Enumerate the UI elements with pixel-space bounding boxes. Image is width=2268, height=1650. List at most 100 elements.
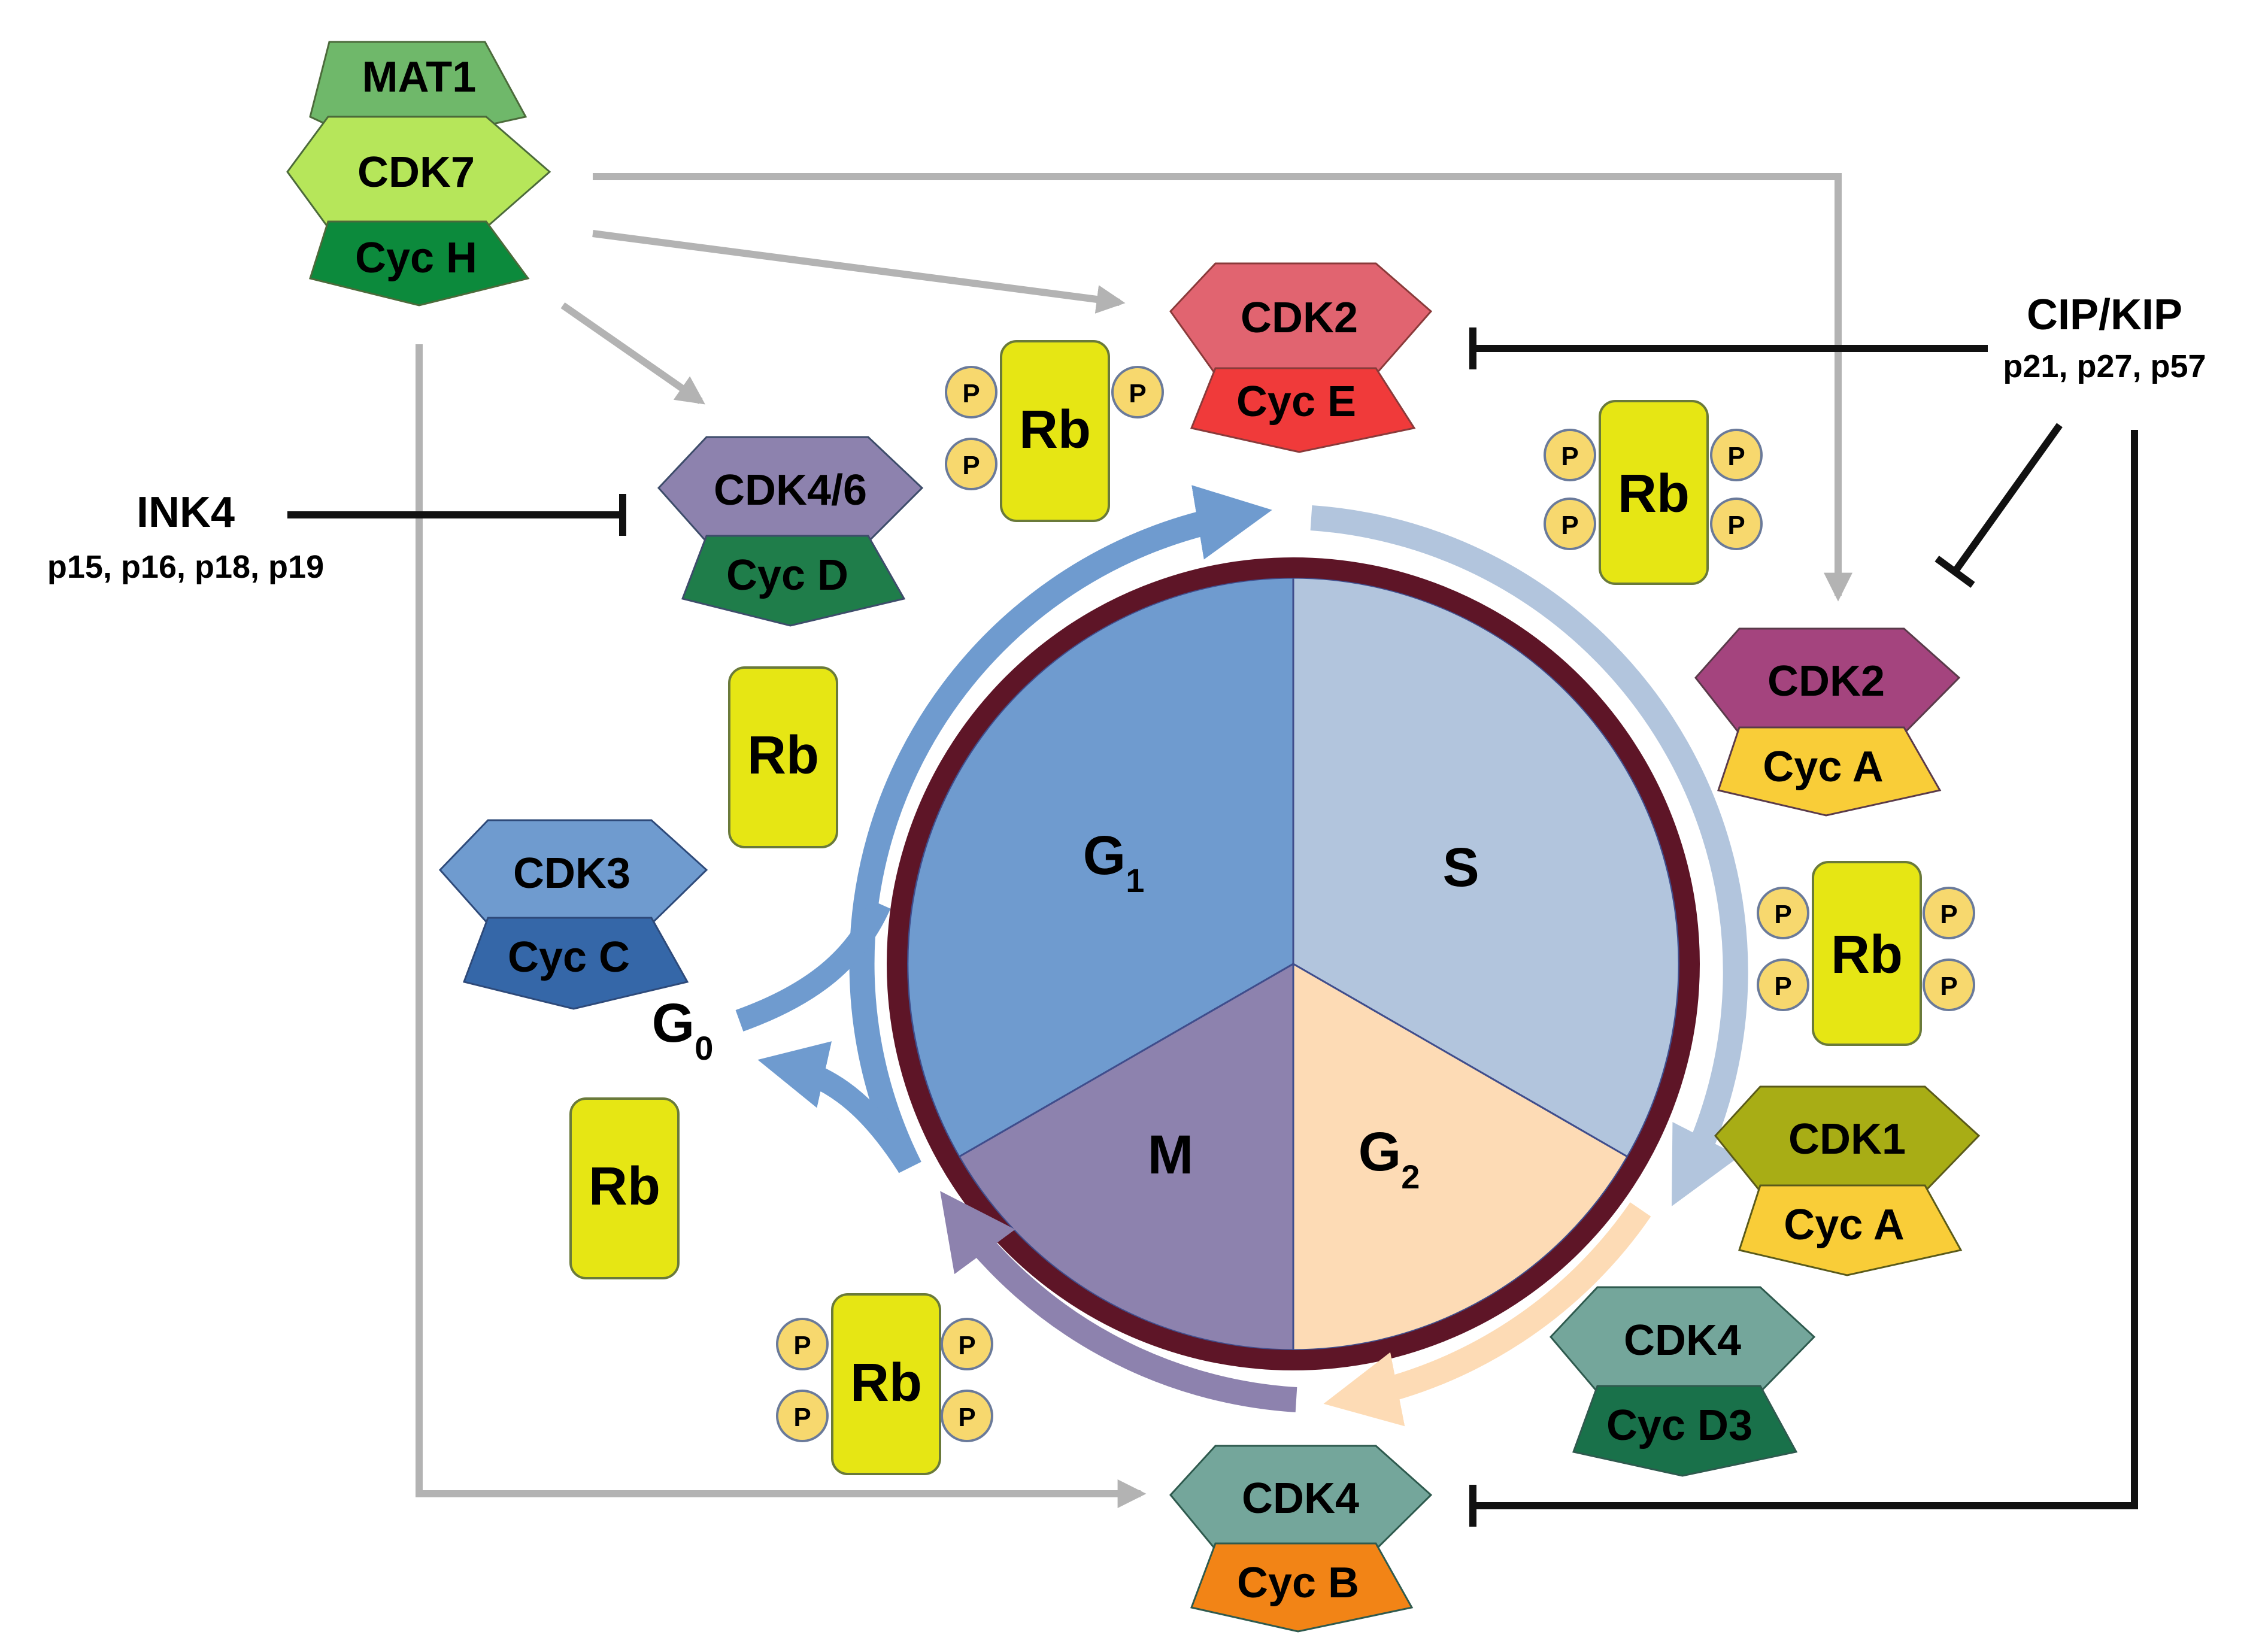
- cdk46-cycd-complex: CDK4/6 Cyc D: [657, 436, 924, 627]
- phospho-label: P: [1774, 900, 1791, 929]
- phospho-bubble: [1111, 366, 1164, 418]
- cipkip-label: CIP/KIP p21, p27, p57: [2003, 291, 2206, 384]
- phospho-bubble: [1544, 498, 1596, 550]
- phospho-label: P: [1727, 442, 1745, 471]
- cych-label: Cyc H: [355, 234, 477, 282]
- cdk2a-cdk-label: CDK2: [1767, 657, 1885, 705]
- phospho-bubble: [1544, 429, 1596, 481]
- phospho-label: P: [958, 1403, 975, 1432]
- inhibition-lines: [287, 327, 2138, 1527]
- cak-to-cdk4b-arrow: [416, 344, 1147, 1508]
- cak-to-cdk2a-arrow: [593, 173, 1852, 602]
- phospho-label: P: [793, 1331, 811, 1360]
- phospho-bubble: [945, 366, 997, 418]
- phospho-label: P: [1561, 442, 1578, 471]
- g0-entry-arrow: [757, 1041, 917, 1171]
- cdk46-cyclin-label: Cyc D: [726, 551, 848, 599]
- g1-progress-arrow: [849, 485, 1272, 1173]
- phospho-bubble: [941, 1390, 993, 1442]
- cak-to-cdk46-arrow: [560, 302, 705, 405]
- rb-label: Rb: [747, 726, 819, 785]
- phospho-label: P: [1940, 900, 1957, 929]
- cipkip-to-cdk2a-line: [1952, 423, 2063, 574]
- cdk2e-cdk-label: CDK2: [1241, 294, 1358, 342]
- cipkip-name: CIP/KIP: [2027, 291, 2182, 339]
- ink4-name: INK4: [137, 489, 235, 536]
- rb-label: Rb: [1618, 464, 1690, 524]
- cdk3-cdk-label: CDK3: [513, 850, 630, 897]
- rb-label: Rb: [589, 1157, 660, 1217]
- rb-label: Rb: [1019, 400, 1091, 460]
- rb-box: [831, 1293, 941, 1475]
- m-progress-arrow: [940, 1191, 1297, 1412]
- cych-shape: [309, 220, 530, 307]
- mat1-label: MAT1: [362, 53, 477, 101]
- cdk1-cyca-complex: CDK1 Cyc A: [1714, 1085, 1981, 1276]
- g0-exit-arrow: [735, 899, 891, 1032]
- cdk1-cdk-label: CDK1: [1788, 1115, 1906, 1163]
- rb-label: Rb: [850, 1353, 922, 1413]
- phospho-label: P: [1940, 972, 1957, 1001]
- s-sector: [1292, 577, 1680, 1158]
- cycd-shape: [681, 535, 906, 627]
- cell-cycle-ring: [887, 557, 1700, 1370]
- cdk3-cycc-complex: CDK3 Cyc C: [438, 819, 708, 1010]
- phase-label-g1: G1: [1083, 825, 1145, 899]
- cdk1-cyclin-label: Cyc A: [1784, 1201, 1904, 1249]
- g2-progress-arrow: [1323, 1202, 1651, 1427]
- phospho-label: P: [958, 1331, 975, 1360]
- phospho-bubble: [1923, 959, 1975, 1011]
- rb-unphosphorylated-g1: Rb: [728, 666, 838, 848]
- phospho-bubble: [1757, 887, 1809, 939]
- cipkip-to-cdk4b-line: [1473, 430, 2138, 1509]
- s-progress-arrow: [1310, 505, 1748, 1206]
- cycd3-shape: [1572, 1385, 1798, 1477]
- cell-cycle-pie: [906, 577, 1680, 1351]
- rb-4p-m-phase: Rb P P P P: [776, 1293, 993, 1475]
- cyce-shape: [1190, 367, 1416, 453]
- phospho-bubble: [1923, 887, 1975, 939]
- phase-label-g0: G0: [652, 993, 714, 1067]
- cycc-shape: [463, 917, 689, 1010]
- phase-label-m: M: [1148, 1124, 1194, 1185]
- rb-box: [1000, 340, 1110, 522]
- cdk4b-cdk-label: CDK4: [1242, 1475, 1359, 1522]
- phospho-bubble: [776, 1318, 829, 1370]
- phospho-label: P: [962, 451, 980, 480]
- cdk46-cdk-label: CDK4/6: [714, 466, 867, 514]
- cdk4d3-cyclin-label: Cyc D3: [1606, 1402, 1752, 1449]
- phospho-bubble: [945, 438, 997, 490]
- cdk2e-cyclin-label: Cyc E: [1236, 378, 1356, 426]
- rb-label: Rb: [1831, 925, 1903, 985]
- rb-box: [728, 666, 838, 848]
- cdk3-cyclin-label: Cyc C: [508, 933, 630, 981]
- cdk4d3-cdk-label: CDK4: [1624, 1317, 1741, 1364]
- cdk2-cyca-complex: CDK2 Cyc A: [1694, 627, 1961, 817]
- cdk7-label: CDK7: [357, 148, 475, 196]
- ink4-members: p15, p16, p18, p19: [47, 549, 324, 585]
- cyca-shape-1: [1717, 726, 1942, 817]
- rb-4p-g2-phase: Rb P P P P: [1757, 861, 1975, 1046]
- cipkip-to-cdk2a-bar: [1935, 556, 1975, 588]
- cycb-shape: [1190, 1542, 1414, 1633]
- rb-2p-cdk2e: Rb P P P: [945, 340, 1164, 522]
- cdk2-cyce-complex: CDK2 Cyc E: [1169, 262, 1433, 453]
- cdk4-cycb-complex: CDK4 Cyc B: [1169, 1445, 1433, 1633]
- cdk4b-cyclin-label: Cyc B: [1237, 1559, 1359, 1607]
- phase-label-s: S: [1442, 837, 1479, 898]
- phospho-bubble: [1710, 498, 1763, 550]
- phospho-label: P: [962, 379, 980, 408]
- phospho-label: P: [793, 1403, 811, 1432]
- cipkip-members: p21, p27, p57: [2003, 348, 2206, 384]
- activation-arrows: [416, 173, 1852, 1508]
- rb-box: [1812, 861, 1922, 1046]
- phospho-bubble: [776, 1390, 829, 1442]
- phospho-bubble: [1710, 429, 1763, 481]
- phospho-label: P: [1774, 972, 1791, 1001]
- cdk4-cycd3-complex: CDK4 Cyc D3: [1549, 1286, 1816, 1477]
- cyca-shape-2: [1738, 1184, 1963, 1276]
- phospho-label: P: [1129, 379, 1146, 408]
- phospho-label: P: [1727, 511, 1745, 540]
- phospho-bubble: [941, 1318, 993, 1370]
